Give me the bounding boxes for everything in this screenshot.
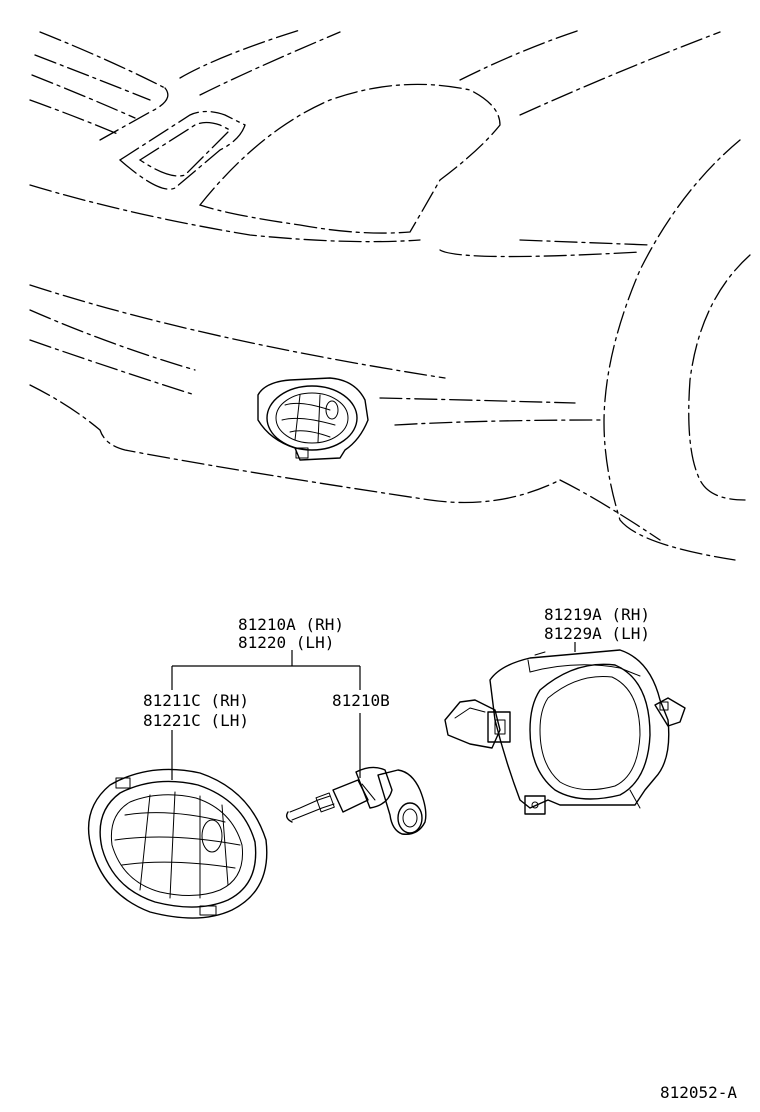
lamp-bracket-icon: [444, 649, 686, 815]
halogen-bulb-icon: [285, 766, 427, 835]
fog-lamp-assy-number-rh: 81210A (RH): [238, 615, 344, 634]
part-labels: 81210A (RH) 81220 (LH) 81211C (RH) 81221…: [143, 605, 737, 1102]
bracket-number-rh: 81219A (RH): [544, 605, 650, 624]
leader-lines: [171, 642, 576, 780]
installed-fog-lamp-icon: [257, 377, 369, 461]
bracket-number-lh: 81229A (LH): [544, 624, 650, 643]
bulb-number: 81210B: [332, 691, 390, 710]
lens-unit-number-rh: 81211C (RH): [143, 691, 249, 710]
car-front-bumper-outline-icon: [29, 29, 751, 561]
fog-lamp-assy-number-lh: 81220 (LH): [238, 633, 334, 652]
lens-unit-number-lh: 81221C (LH): [143, 711, 249, 730]
fog-lamp-lens-icon: [87, 768, 268, 919]
diagram-id: 812052-A: [660, 1083, 737, 1102]
